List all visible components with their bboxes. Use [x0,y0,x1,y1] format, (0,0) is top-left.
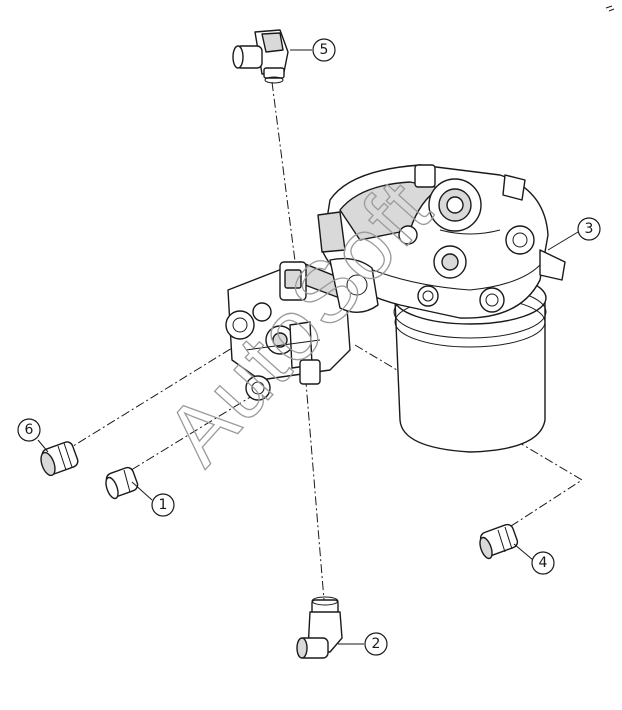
callout-5: 5 [312,38,336,62]
callout-2-number: 2 [372,636,381,652]
part-2-elbow-fitting [296,596,343,659]
callout-ticks [37,49,579,645]
callout-4: 4 [531,551,555,575]
leader-part-1 [127,384,271,473]
part-1-plug [105,466,139,500]
callout-5-number: 5 [320,42,329,58]
callout-2: 2 [364,632,388,656]
leader-part-2 [299,309,325,601]
callout-4-number: 4 [539,555,548,571]
callout-6: 6 [17,418,41,442]
callout-1-number: 1 [159,497,168,513]
callout-1: 1 [151,493,175,517]
part-6-straight-fitting [40,441,79,477]
corner-mark [605,5,615,12]
callout-6-number: 6 [25,422,34,438]
callout-3: 3 [577,217,601,241]
manifold-block [225,257,379,401]
valve-housing [317,164,566,319]
part-4-straight-fitting [479,523,519,560]
leader-part-6 [69,339,246,449]
part-5-elbow-fitting [232,29,289,84]
callout-3-number: 3 [585,221,594,237]
